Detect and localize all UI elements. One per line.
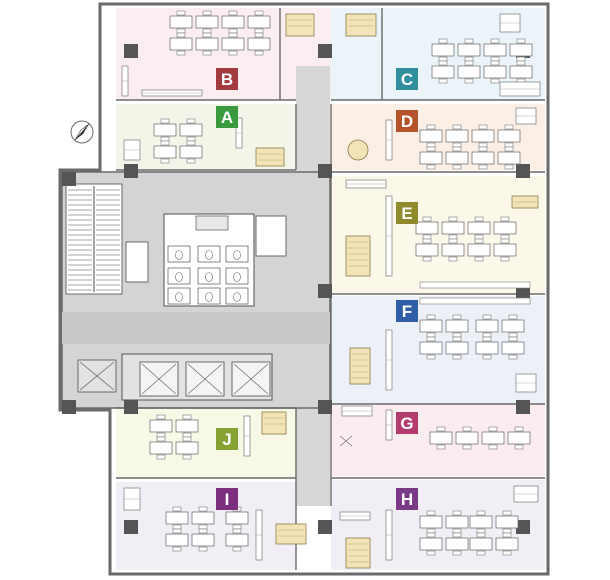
zone-badge-label: A xyxy=(221,108,233,127)
zone-badge-a: A xyxy=(216,106,238,128)
zone-badge-label: E xyxy=(401,204,412,223)
zone-badge-label: G xyxy=(400,414,413,433)
zone-badge-g: G xyxy=(396,412,418,434)
zone-badge-b: B xyxy=(216,68,238,90)
horizontal-corridor xyxy=(62,312,330,344)
zone-badge-e: E xyxy=(396,202,418,224)
zone-badge-label: I xyxy=(225,490,230,509)
elevator-bank xyxy=(77,353,273,401)
zone-badge-i: I xyxy=(216,488,238,510)
zone-badge-label: H xyxy=(401,490,413,509)
zone-labels: AB C D E F G H I J xyxy=(216,68,418,510)
zone-badge-label: J xyxy=(222,430,231,449)
restrooms xyxy=(125,213,287,307)
zone-badge-h: H xyxy=(396,488,418,510)
zone-badge-d: D xyxy=(396,110,418,132)
zone-badge-f: F xyxy=(396,300,418,322)
zone-badge-label: F xyxy=(402,302,412,321)
zone-badge-j: J xyxy=(216,428,238,450)
north-arrow-icon xyxy=(70,120,94,144)
stairwell xyxy=(65,183,123,295)
zone-badge-c: C xyxy=(396,68,418,90)
workstation-furniture xyxy=(121,10,541,569)
zone-badge-label: C xyxy=(401,70,413,89)
zone-badge-label: D xyxy=(401,112,413,131)
zone-badge-label: B xyxy=(221,70,233,89)
